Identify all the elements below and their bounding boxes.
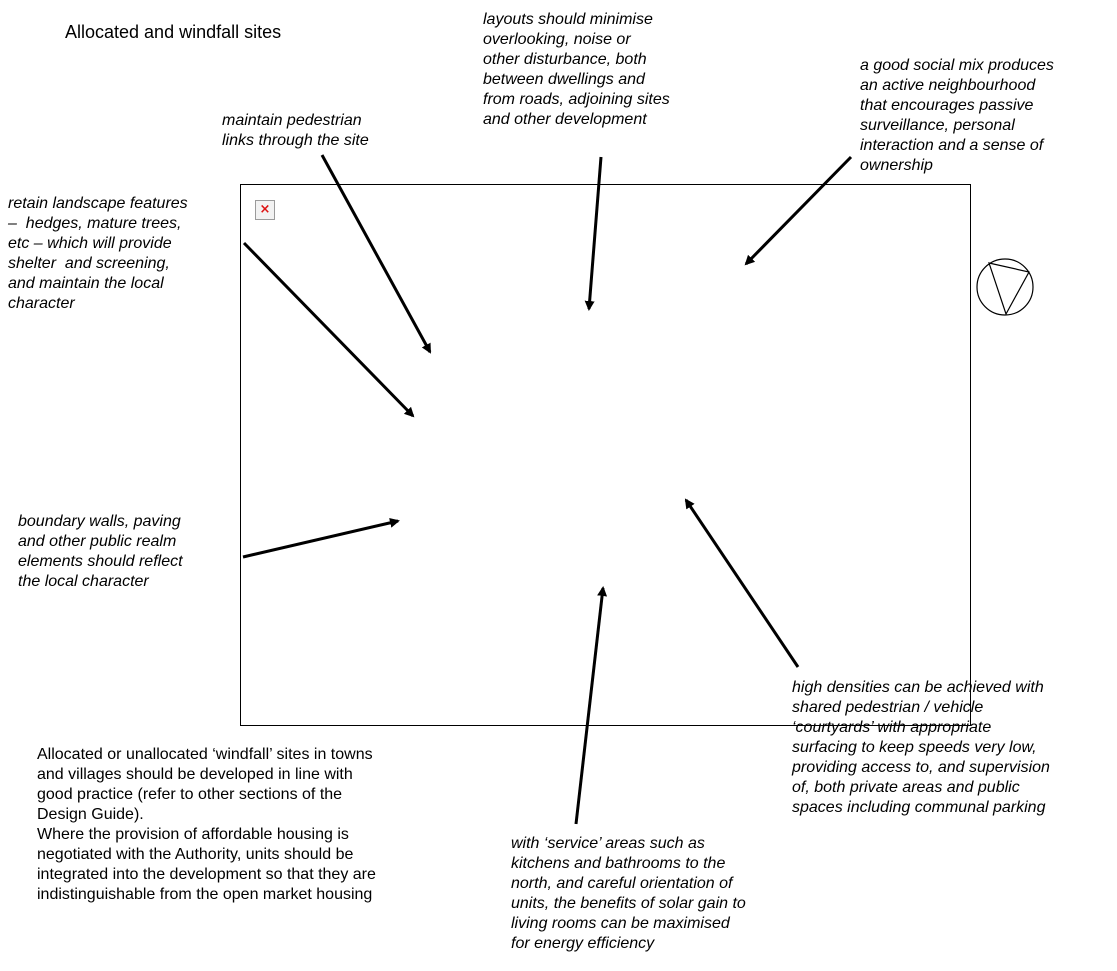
note-landscape: retain landscape features– hedges, matur…: [8, 195, 188, 312]
arrow-boundary: [242, 517, 400, 559]
arrow-social-mix: [744, 155, 853, 266]
arrow-landscape: [242, 241, 415, 418]
body-text: Allocated or unallocated ‘windfall’ site…: [37, 746, 376, 903]
arrow-densities: [684, 498, 800, 668]
arrow-pedestrian-links: [320, 154, 432, 354]
arrow-layouts: [584, 156, 603, 311]
north-arrow-icon: [976, 258, 1034, 316]
arrow-service-areas: [574, 586, 608, 825]
broken-image-icon: ×: [255, 200, 275, 220]
page-title: Allocated and windfall sites: [65, 22, 282, 42]
site-plan-frame: [240, 184, 971, 726]
